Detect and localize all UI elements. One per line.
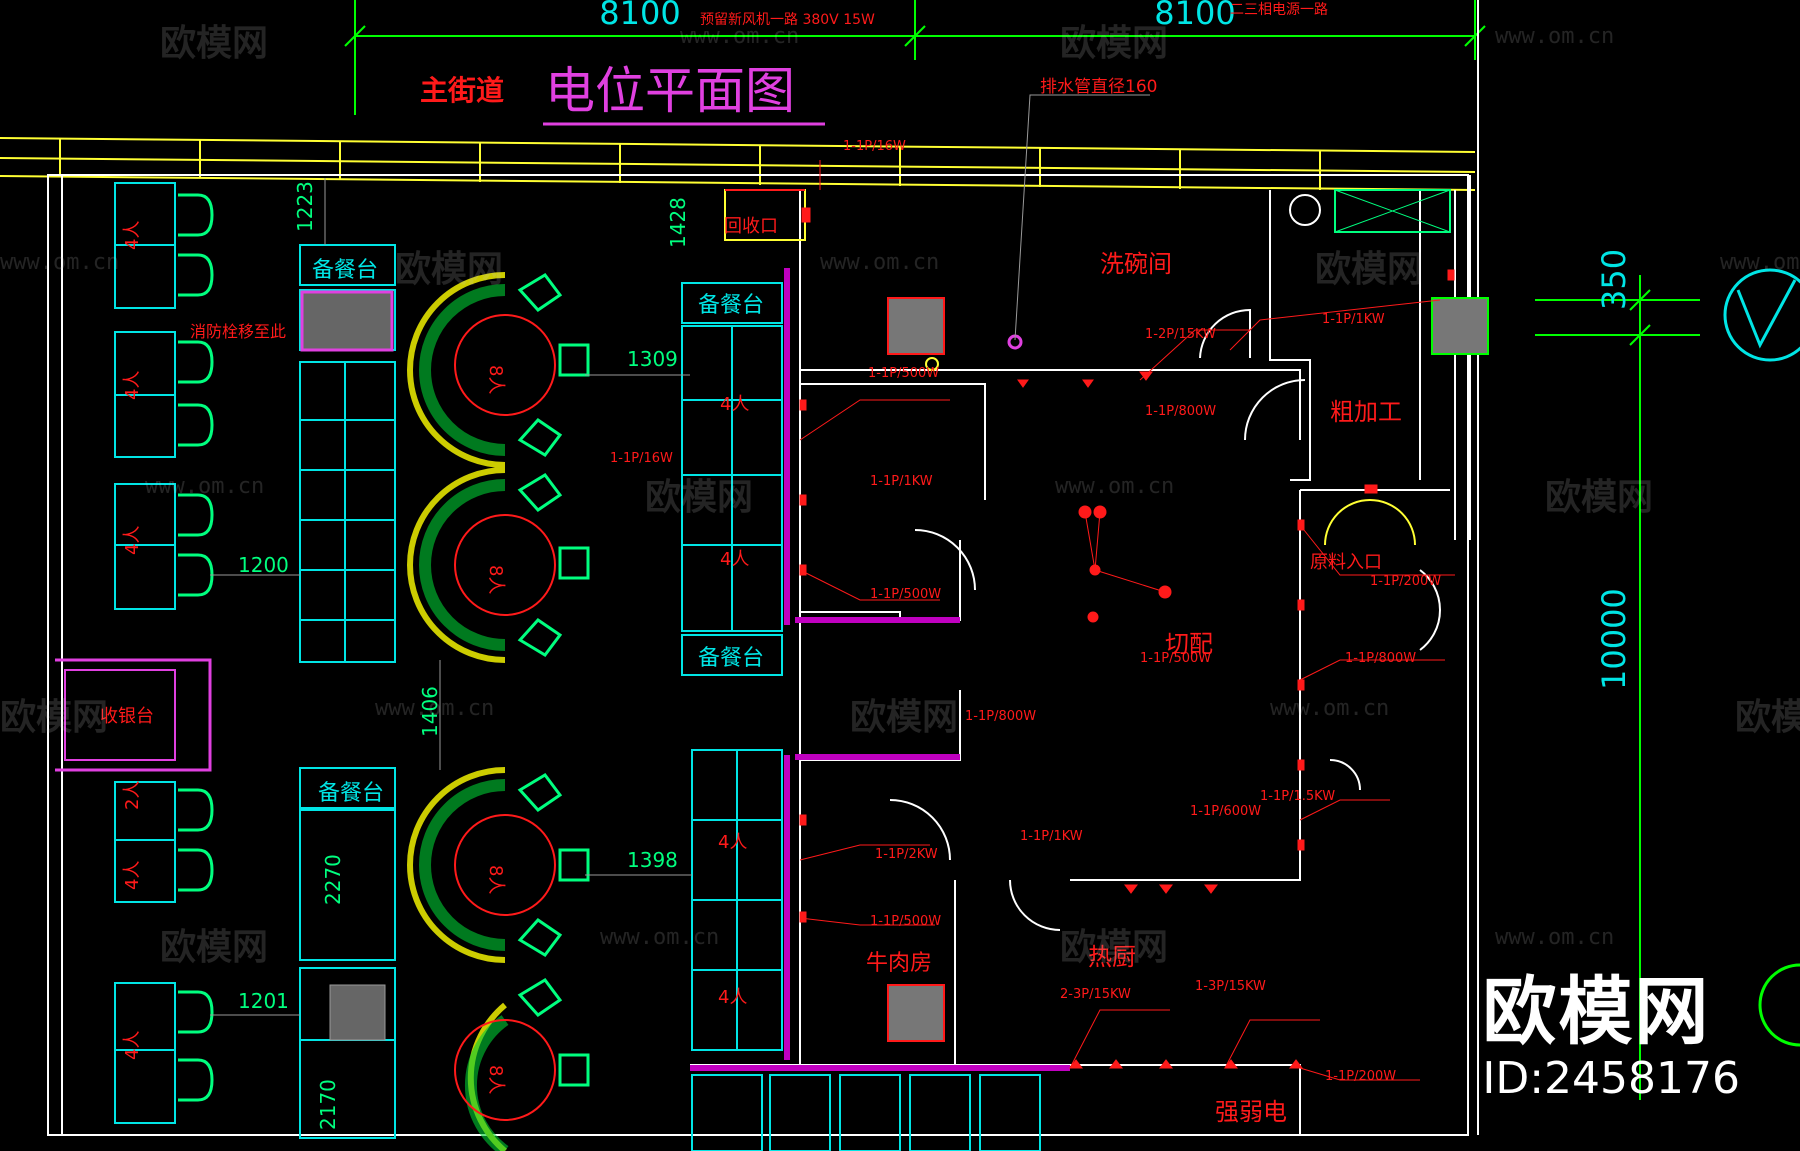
room-beef: 牛肉房 xyxy=(866,951,932,976)
service-station-label: 备餐台 xyxy=(698,293,764,318)
dimension-right-small: 350 xyxy=(1595,249,1633,310)
main-street-band xyxy=(0,137,1476,191)
seat-label: 4人 xyxy=(122,371,143,400)
recycle-port-label: 回收口 xyxy=(724,216,778,237)
circuit-label: 1-1P/200W xyxy=(1325,1069,1396,1084)
dimension-top-left: 8100 xyxy=(599,0,680,32)
dimension-label: 2270 xyxy=(321,854,345,905)
right-booth-labels: 4人 4人 4人 4人 xyxy=(718,394,749,1008)
room-cutting: 切配 xyxy=(1165,630,1213,658)
right-dimension-lines xyxy=(1535,275,1700,1100)
dimension-right-large: 10000 xyxy=(1595,588,1633,690)
seat-label: 4人 xyxy=(718,987,747,1008)
inner-dimensions: 1223 1428 1309 1200 1406 1398 1201 2270 … xyxy=(238,181,690,1130)
dimension-label: 2170 xyxy=(316,1079,340,1130)
dimension-top-right: 8100 xyxy=(1154,0,1235,32)
circuit-label: 1-1P/1KW xyxy=(1020,829,1083,844)
left-booth-labels: 4人 4人 4人 2人 4人 4人 xyxy=(122,221,143,1060)
equipment-block xyxy=(329,984,386,1041)
cashier-counter xyxy=(55,658,212,772)
brand-id: ID:2458176 xyxy=(1482,1053,1740,1104)
brand-mark: 欧模网 ID:2458176 xyxy=(1482,975,1740,1101)
seat-label: 4人 xyxy=(122,526,143,555)
dimension-label: 1428 xyxy=(666,197,690,248)
note-fresh-air: 预留新风机一路 380V 15W xyxy=(700,12,875,28)
round-table-labels: 8人 8人 8人 8人 xyxy=(485,365,506,1094)
brand-name: 欧模网 xyxy=(1482,969,1711,1055)
room-raw-entry: 原料入口 xyxy=(1310,552,1382,573)
circuit-label: 1-3P/15KW xyxy=(1195,979,1266,994)
raw-entry-door xyxy=(1324,499,1416,546)
circuit-label: 1-1P/200W xyxy=(1370,574,1441,589)
street-label: 主街道 xyxy=(420,74,504,107)
circuit-label: 1-1P/500W xyxy=(870,587,941,602)
edge-symbol xyxy=(1723,268,1800,1047)
electrical-outlets xyxy=(799,207,1455,1069)
note-three-phase: 二三相电源一路 xyxy=(1230,2,1328,18)
top-dimension-lines xyxy=(344,0,1486,115)
circuit-label: 1-1P/2KW xyxy=(875,847,938,862)
left-booth-seating xyxy=(114,182,176,1124)
circuit-label: 2-3P/15KW xyxy=(1060,987,1131,1002)
seat-label: 4人 xyxy=(122,861,143,890)
circuit-label: 1-1P/800W xyxy=(1145,404,1216,419)
circuit-label: 1-1P/16W xyxy=(843,139,906,154)
seat-label: 4人 xyxy=(122,221,143,250)
fire-hydrant-box xyxy=(300,290,394,352)
circuit-label: 1-1P/800W xyxy=(965,709,1036,724)
seat-label: 8人 xyxy=(485,565,506,594)
circuit-label: 1-1P/500W xyxy=(1140,651,1211,666)
drain-leader-line xyxy=(1014,94,1150,341)
circuit-label: 1-1P/800W xyxy=(1345,651,1416,666)
fire-hydrant-note: 消防栓移至此 xyxy=(190,322,286,341)
seat-label: 4人 xyxy=(122,1031,143,1060)
circuit-label: 1-1P/16W xyxy=(610,451,673,466)
seat-label: 8人 xyxy=(485,365,506,394)
dimension-label: 1309 xyxy=(627,347,678,371)
room-hot-kitchen: 热厨 xyxy=(1088,943,1136,971)
right-booth-seating xyxy=(681,282,1041,1151)
dimension-label: 1398 xyxy=(627,848,678,872)
circuit-label: 1-1P/500W xyxy=(868,366,939,381)
circuit-label: 1-1P/1KW xyxy=(1322,312,1385,327)
round-tables xyxy=(407,272,590,1151)
dimension-label: 1406 xyxy=(418,686,442,737)
circuit-label: 1-1P/1.5KW xyxy=(1260,789,1335,804)
seat-label: 4人 xyxy=(720,549,749,570)
dimension-label: 1201 xyxy=(238,989,289,1013)
circuit-label: 1-2P/15KW xyxy=(1145,327,1216,342)
circuit-labels: 1-1P/16W 1-1P/1KW 1-2P/15KW 1-1P/800W 1-… xyxy=(610,139,1441,1084)
service-station-label: 备餐台 xyxy=(698,646,764,671)
circuit-wiring xyxy=(799,160,1455,1081)
drain-note: 排水管直径160 xyxy=(1040,77,1157,97)
cashier-label: 收银台 xyxy=(100,706,154,727)
partition-walls-accent xyxy=(690,268,1070,1071)
dimension-label: 1223 xyxy=(293,181,317,232)
seat-label: 4人 xyxy=(718,832,747,853)
seat-label: 8人 xyxy=(485,865,506,894)
room-rough-processing: 粗加工 xyxy=(1330,398,1402,426)
service-station-label: 备餐台 xyxy=(312,258,378,283)
seat-label: 8人 xyxy=(485,1065,506,1094)
plan-title: 电位平面图 xyxy=(545,62,795,120)
inner-dimension-lines xyxy=(210,178,692,1016)
circuit-label: 1-1P/500W xyxy=(870,914,941,929)
circuit-label: 1-1P/600W xyxy=(1190,804,1261,819)
dimension-label: 1200 xyxy=(238,553,289,577)
middle-bench-seating xyxy=(299,244,396,1139)
service-station-label: 备餐台 xyxy=(318,781,384,806)
seat-label: 2人 xyxy=(122,781,143,810)
room-dishwash: 洗碗间 xyxy=(1100,250,1172,278)
door-swings xyxy=(889,308,1441,931)
circuit-label: 1-1P/1KW xyxy=(870,474,933,489)
seat-label: 4人 xyxy=(720,394,749,415)
room-power-room: 强弱电 xyxy=(1215,1098,1287,1126)
kitchen-equipment xyxy=(887,189,1489,1042)
